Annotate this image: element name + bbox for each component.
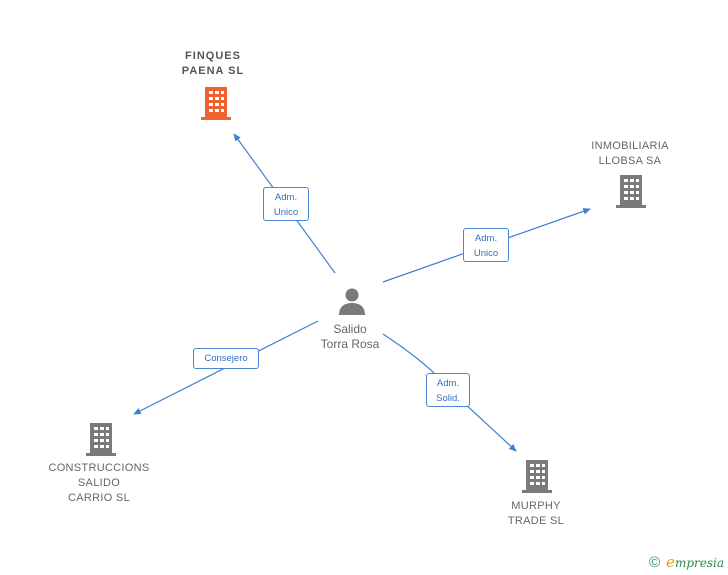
- building-icon[interactable]: [521, 458, 553, 494]
- building-icon[interactable]: [615, 173, 647, 209]
- company-label-finques[interactable]: FINQUES PAENA SL: [181, 50, 245, 77]
- company-label-murphy[interactable]: MURPHY TRADE SL: [507, 500, 565, 527]
- building-icon[interactable]: [85, 421, 117, 457]
- person-label[interactable]: Salido Torra Rosa: [320, 322, 380, 351]
- relation-label-murphy[interactable]: Adm. Solid.: [426, 373, 470, 407]
- relation-label-construccions[interactable]: Consejero: [193, 348, 259, 369]
- copyright-symbol: ©: [648, 554, 661, 571]
- company-label-inmobiliaria[interactable]: INMOBILIARIA LLOBSA SA: [591, 140, 669, 167]
- relation-label-finques[interactable]: Adm. Unico: [263, 187, 309, 221]
- company-label-construccions[interactable]: CONSTRUCCIONS SALIDO CARRIO SL: [48, 462, 150, 504]
- person-icon[interactable]: [337, 286, 367, 316]
- relation-label-inmobiliaria[interactable]: Adm. Unico: [463, 228, 509, 262]
- footer-brand: © empresia: [649, 553, 724, 571]
- brand-logo-e: e: [666, 553, 675, 571]
- brand-logo-text: mpresia: [674, 556, 724, 570]
- building-icon[interactable]: [200, 85, 232, 121]
